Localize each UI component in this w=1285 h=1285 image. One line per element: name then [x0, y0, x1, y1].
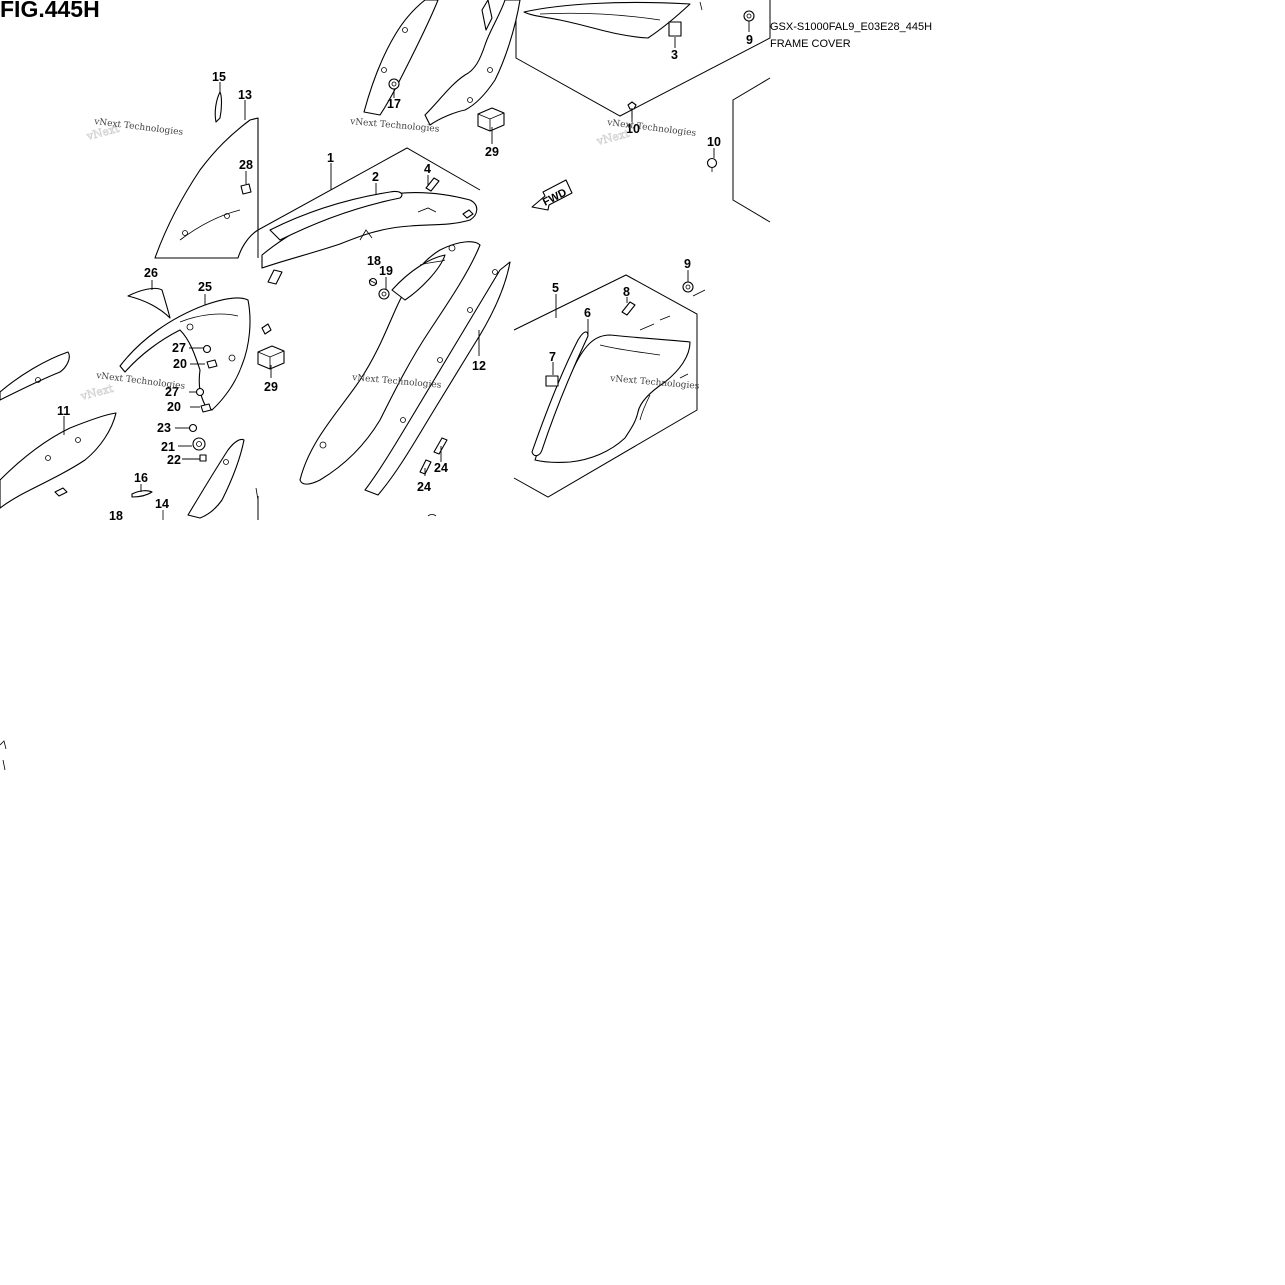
part-edge-fragment [0, 740, 7, 771]
part-edge-fragment-bottom [427, 514, 437, 517]
part-upper-rail [363, 0, 521, 126]
part-trim-16 [131, 490, 153, 498]
part-rear-cowl-13 [154, 117, 259, 259]
callout-17: 17 [387, 97, 401, 111]
callout-11: 11 [57, 404, 70, 418]
part-side-stay [261, 269, 283, 335]
figure-title: FIG.445H [0, 0, 100, 22]
callout-22: 22 [167, 453, 181, 467]
part-grommet-17 [388, 78, 400, 90]
callout-28: 28 [239, 158, 253, 172]
callout-27-lower: 27 [165, 385, 179, 399]
callout-9-top: 9 [746, 33, 753, 47]
callout-10-top: 10 [626, 122, 640, 136]
callout-25: 25 [198, 280, 212, 294]
part-side-cover-1 [261, 190, 478, 269]
callout-13: 13 [238, 88, 252, 102]
callout-21: 21 [161, 440, 175, 454]
part-stickers-24 [419, 437, 448, 475]
part-nut-9-top [743, 10, 755, 22]
part-seat-tail-25 [119, 297, 251, 411]
callout-4: 4 [424, 162, 431, 176]
section-name: FRAME COVER [770, 38, 851, 50]
part-damper-29-top [477, 107, 505, 132]
part-screws-27-20 [195, 344, 218, 413]
callout-14: 14 [155, 497, 169, 511]
forward-direction-arrow: FWD [531, 179, 573, 211]
callout-6: 6 [584, 306, 591, 320]
fwd-label: FWD [541, 187, 569, 209]
callout-5: 5 [552, 281, 559, 295]
part-damper-29-left [257, 345, 285, 370]
part-bolt-10-right [706, 157, 718, 172]
part-trim-26 [127, 287, 171, 319]
callout-8: 8 [623, 285, 630, 299]
part-emblem-7 [545, 375, 559, 387]
part-nut-9-right [639, 281, 706, 331]
part-label-sticker [668, 21, 682, 37]
callout-3: 3 [671, 48, 678, 62]
group-frame-right [732, 77, 771, 223]
part-top-cover [523, 1, 703, 39]
callout-12: 12 [472, 359, 486, 373]
part-lower-cover-left [187, 438, 259, 519]
callout-24-left: 24 [417, 480, 431, 494]
part-screw-18-19 [368, 277, 390, 300]
model-code: GSX-S1000FAL9_E03E28_445H [770, 21, 933, 33]
group-frame-lower-right [513, 274, 698, 498]
part-lower-side-panel [299, 241, 481, 485]
callout-2: 2 [372, 170, 379, 184]
callout-27-upper: 27 [172, 341, 186, 355]
callout-18-center: 18 [367, 254, 381, 268]
callout-15: 15 [212, 70, 226, 84]
callout-23: 23 [157, 421, 171, 435]
callout-10-right: 10 [707, 135, 721, 149]
part-bolts-21-22-23 [188, 423, 207, 462]
svg-text:vNext: vNext [78, 382, 115, 403]
callout-9-right: 9 [684, 257, 691, 271]
part-side-cover-11 [0, 412, 117, 509]
callout-18-left: 18 [109, 509, 123, 523]
watermark-2: vNext Technologies [349, 117, 440, 135]
part-clip-28 [240, 183, 252, 195]
part-emblem-8 [621, 301, 636, 316]
part-frame-rail-12 [364, 261, 511, 496]
callout-24-right: 24 [434, 461, 448, 475]
callout-26: 26 [144, 266, 158, 280]
part-trim-15 [214, 91, 223, 123]
part-trim-strip-2 [269, 190, 403, 241]
callout-20-upper: 20 [173, 357, 187, 371]
callout-labels: 1 2 3 4 5 6 7 8 9 9 10 10 11 12 13 14 15… [57, 33, 753, 523]
part-emblem-4 [425, 177, 440, 192]
leader-lines [63, 21, 750, 492]
callout-29-left: 29 [264, 380, 278, 394]
callout-29-top: 29 [485, 145, 499, 159]
callout-1: 1 [327, 151, 334, 165]
callout-16: 16 [134, 471, 148, 485]
callout-19: 19 [379, 264, 393, 278]
callout-7: 7 [549, 350, 556, 364]
part-left-edge-cover [0, 351, 70, 401]
group-frame-top [515, 0, 771, 117]
callout-20-lower: 20 [167, 400, 181, 414]
